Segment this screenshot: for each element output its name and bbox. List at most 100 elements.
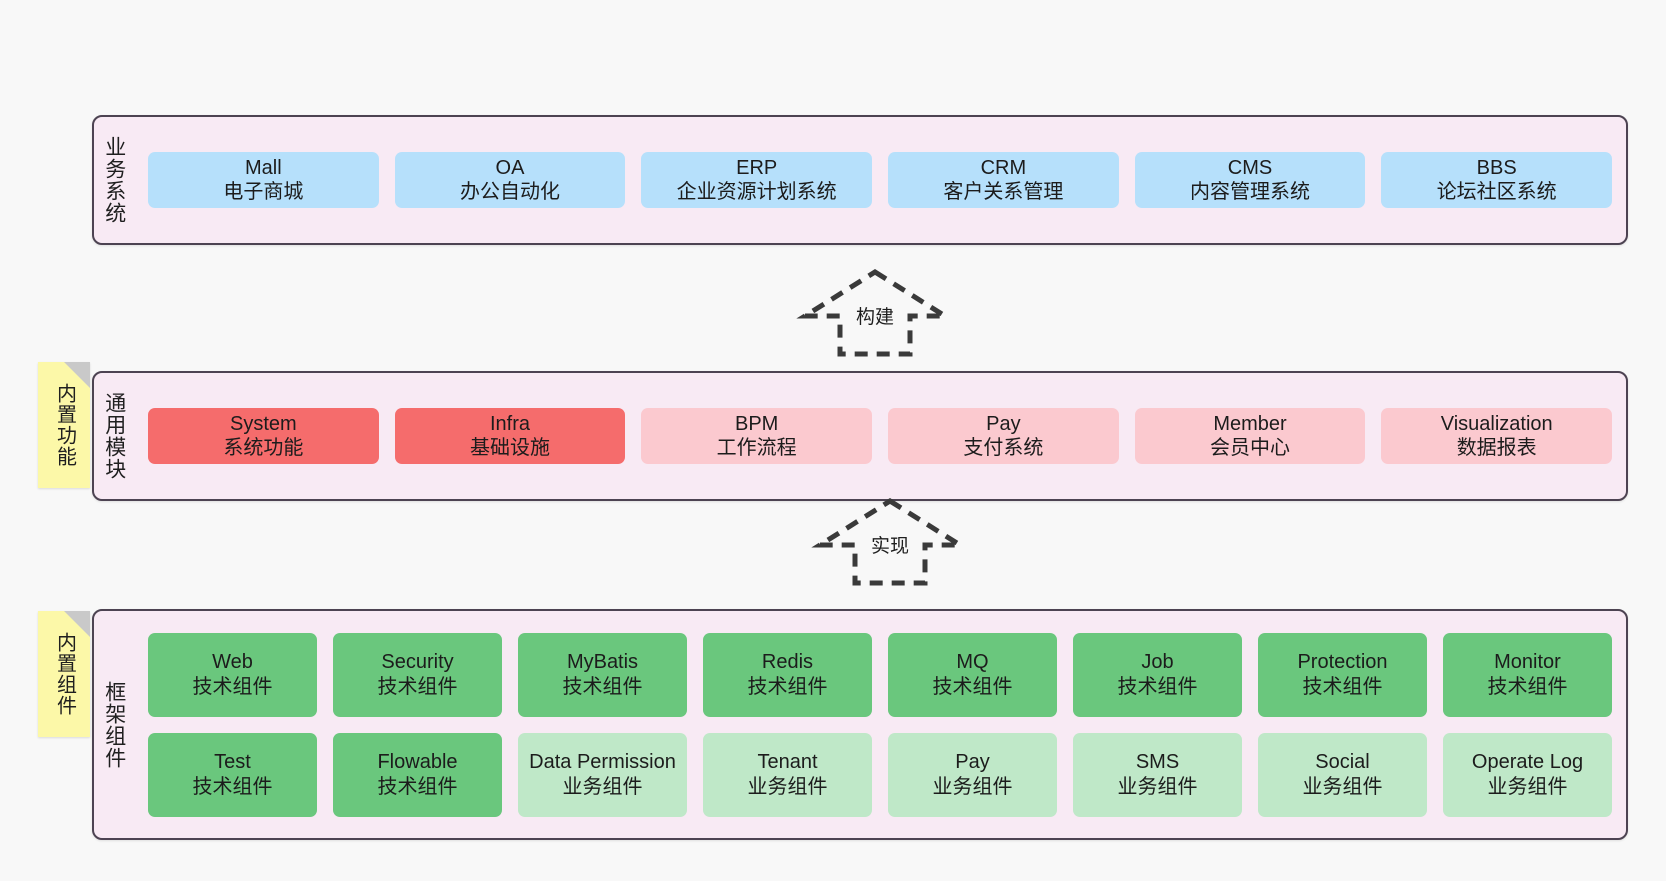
card-mq[interactable]: MQ 技术组件 [888,632,1057,717]
card-subtitle: 技术组件 [932,675,1013,698]
card-subtitle: 业务组件 [1302,775,1383,798]
layer-title-framework-component: 框架组件 [102,680,126,769]
card-oa[interactable]: OA 办公自动化 [394,151,626,209]
card-infra[interactable]: Infra 基础设施 [394,407,626,465]
card-crm[interactable]: CRM 客户关系管理 [888,151,1119,209]
card-flowable[interactable]: Flowable 技术组件 [333,732,502,817]
layer-title-business-system: 业务系统 [102,136,126,224]
card-erp[interactable]: ERP 企业资源计划系统 [641,151,873,209]
card-subtitle: 论坛社区系统 [1436,181,1557,203]
sticky-note-builtin-features: 内置功能 [38,362,90,488]
card-pay-business[interactable]: Pay 业务组件 [888,732,1057,817]
card-title: Redis [761,651,814,674]
card-title: Member [1213,412,1287,435]
card-operate-log[interactable]: Operate Log 业务组件 [1443,732,1612,817]
card-title: Operate Log [1471,751,1584,774]
layer-common-module: 通用模块 System 系统功能 Infra 基础设施 BPM 工作流程 Pay… [92,371,1628,501]
card-subtitle: 业务组件 [747,775,828,798]
card-subtitle: 技术组件 [747,675,828,698]
card-title: Visualization [1440,412,1553,435]
layer-body-common-module: System 系统功能 Infra 基础设施 BPM 工作流程 Pay 支付系统… [134,373,1626,499]
card-title: Data Permission [529,751,676,774]
card-subtitle: 办公自动化 [460,181,560,203]
card-row: Web 技术组件 Security 技术组件 MyBatis 技术组件 Redi… [148,632,1612,717]
card-tenant[interactable]: Tenant 业务组件 [703,732,872,817]
card-cms[interactable]: CMS 内容管理系统 [1134,151,1366,209]
connector-implement: 实现 [811,497,969,587]
card-redis[interactable]: Redis 技术组件 [703,632,872,717]
card-title: Social [1315,751,1370,774]
card-subtitle: 系统功能 [223,437,304,459]
layer-body-framework-component: Web 技术组件 Security 技术组件 MyBatis 技术组件 Redi… [134,611,1626,838]
card-subtitle: 业务组件 [562,775,643,798]
card-title: Web [212,651,253,674]
card-protection[interactable]: Protection 技术组件 [1258,632,1427,717]
sticky-note-text: 内置功能 [53,383,76,467]
sticky-note-builtin-components: 内置组件 [38,611,90,737]
card-social[interactable]: Social 业务组件 [1258,732,1427,817]
card-subtitle: 电子商城 [223,181,304,203]
card-title: BBS [1476,156,1517,179]
card-title: Pay [955,751,990,774]
card-pay[interactable]: Pay 支付系统 [888,407,1119,465]
card-title: OA [495,156,525,179]
card-title: SMS [1135,751,1180,774]
card-title: BPM [735,412,779,435]
card-row: System 系统功能 Infra 基础设施 BPM 工作流程 Pay 支付系统… [148,407,1613,465]
card-mybatis[interactable]: MyBatis 技术组件 [518,632,687,717]
dashed-up-arrow-icon [796,269,954,357]
card-subtitle: 技术组件 [1487,675,1568,698]
card-title: MyBatis [566,651,639,674]
card-monitor[interactable]: Monitor 技术组件 [1443,632,1612,717]
connector-build: 构建 [796,268,954,358]
sticky-note-text: 内置组件 [53,632,76,716]
card-subtitle: 技术组件 [562,675,643,698]
card-member[interactable]: Member 会员中心 [1134,407,1366,465]
card-title: Protection [1297,651,1388,674]
dashed-up-arrow-icon [811,498,969,586]
card-security[interactable]: Security 技术组件 [333,632,502,717]
card-title: Infra [489,412,531,435]
card-subtitle: 技术组件 [192,675,273,698]
card-row: Mall 电子商城 OA 办公自动化 ERP 企业资源计划系统 CRM 客户关系… [148,151,1613,209]
note-fold-corner-icon [64,611,90,637]
card-web[interactable]: Web 技术组件 [148,632,317,717]
card-title: CMS [1227,156,1273,179]
card-sms[interactable]: SMS 业务组件 [1073,732,1242,817]
card-subtitle: 业务组件 [932,775,1013,798]
card-title: MQ [956,651,989,674]
card-title: System [229,412,297,435]
card-bpm[interactable]: BPM 工作流程 [641,407,873,465]
card-data-permission[interactable]: Data Permission 业务组件 [518,732,687,817]
card-test[interactable]: Test 技术组件 [148,732,317,817]
note-fold-corner-icon [64,362,90,388]
card-title: Monitor [1494,651,1561,674]
connector-label-build: 构建 [855,307,895,328]
card-mall[interactable]: Mall 电子商城 [148,151,379,209]
card-title: Security [381,651,454,674]
card-system[interactable]: System 系统功能 [148,407,379,465]
card-title: Test [214,751,251,774]
card-subtitle: 技术组件 [192,775,273,798]
card-subtitle: 支付系统 [963,437,1044,459]
card-title: ERP [736,156,778,179]
connector-label-implement: 实现 [870,536,910,557]
card-row: Test 技术组件 Flowable 技术组件 Data Permission … [148,732,1612,817]
card-subtitle: 技术组件 [1117,675,1198,698]
layer-title-common-module: 通用模块 [102,392,126,480]
card-title: Job [1141,651,1174,674]
card-bbs[interactable]: BBS 论坛社区系统 [1381,151,1613,209]
card-title: CRM [980,156,1027,179]
card-title: Mall [245,156,282,179]
card-subtitle: 技术组件 [377,775,458,798]
layer-body-business-system: Mall 电子商城 OA 办公自动化 ERP 企业资源计划系统 CRM 客户关系… [134,117,1626,243]
card-subtitle: 内容管理系统 [1190,181,1311,203]
card-title: Flowable [377,751,458,774]
card-visualization[interactable]: Visualization 数据报表 [1381,407,1613,465]
card-subtitle: 技术组件 [1302,675,1383,698]
layer-framework-component: 框架组件 Web 技术组件 Security 技术组件 MyBatis 技术组件… [92,609,1628,840]
card-job[interactable]: Job 技术组件 [1073,632,1242,717]
card-title: Tenant [757,751,818,774]
card-subtitle: 会员中心 [1210,437,1291,459]
